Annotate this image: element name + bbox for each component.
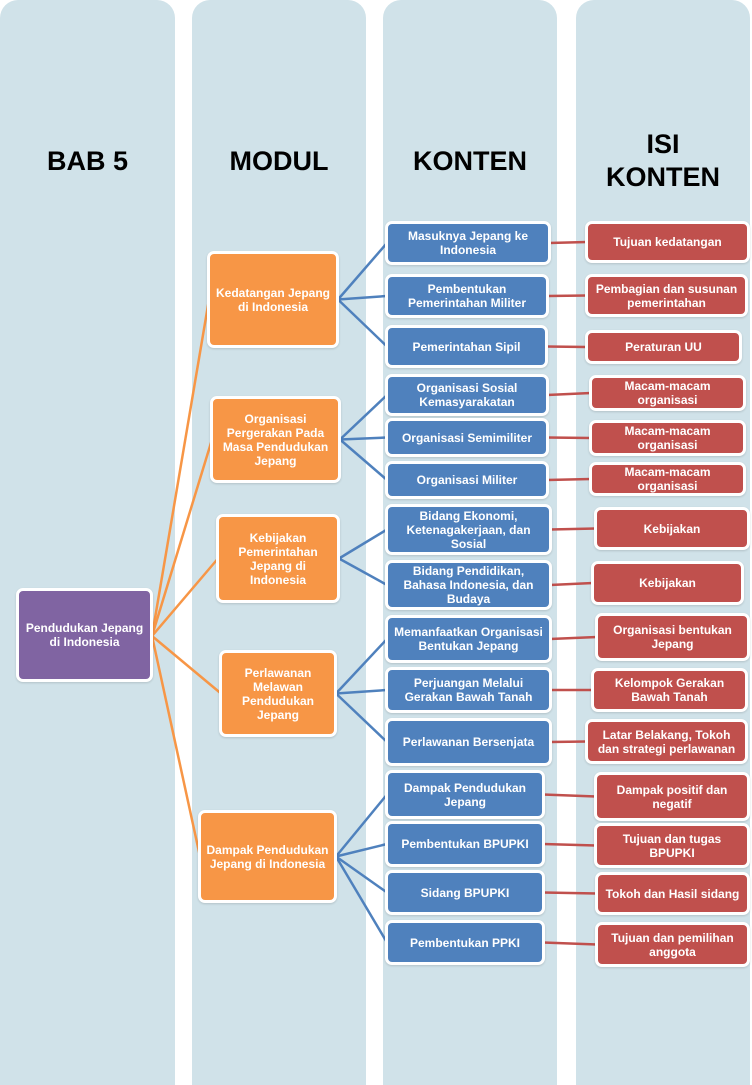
connector-konten-to-isi xyxy=(546,436,592,440)
connector-konten-to-isi xyxy=(545,345,588,349)
header-konten: KONTEN xyxy=(413,146,527,176)
konten-node[interactable]: Bidang Ekonomi, Ketenagakerjaan, dan Sos… xyxy=(385,504,552,555)
konten-node[interactable]: Pembentukan BPUPKI xyxy=(385,821,545,867)
header-modul: MODUL xyxy=(229,146,329,176)
connector-modul-to-konten xyxy=(335,688,388,695)
konten-node[interactable]: Organisasi Semimiliter xyxy=(385,418,549,457)
isi-konten-node[interactable]: Latar Belakang, Tokoh dan strategi perla… xyxy=(585,719,748,764)
isi-konten-node[interactable]: Peraturan UU xyxy=(585,330,742,364)
header-isi-konten: ISI KONTEN xyxy=(606,129,720,192)
connector-konten-to-isi xyxy=(542,941,598,946)
connector-modul-to-konten xyxy=(339,394,388,441)
root-node[interactable]: Pendudukan Jepang di Indonesia xyxy=(16,588,153,682)
connector-modul-to-konten xyxy=(338,528,388,560)
connector-modul-to-konten xyxy=(335,793,388,858)
isi-konten-node[interactable]: Kebijakan xyxy=(591,561,744,605)
connector-konten-to-isi xyxy=(549,581,594,587)
modul-node[interactable]: Perlawanan Melawan Pendudukan Jepang xyxy=(219,650,337,737)
konten-node[interactable]: Bidang Pendidikan, Bahasa Indonesia, dan… xyxy=(385,560,552,610)
connector-modul-to-konten xyxy=(335,692,388,743)
connector-modul-to-konten xyxy=(339,436,388,441)
connector-modul-to-konten xyxy=(334,855,389,944)
konten-node[interactable]: Pembentukan Pemerintahan Militer xyxy=(385,274,549,318)
connector-konten-to-isi xyxy=(548,240,588,245)
connector-modul-to-konten xyxy=(335,842,388,858)
konten-node[interactable]: Memanfaatkan Organisasi Bentukan Jepang xyxy=(385,615,552,663)
connector-konten-to-isi xyxy=(549,635,598,641)
connector-modul-to-konten xyxy=(338,557,388,587)
connector-konten-to-isi xyxy=(549,740,588,744)
modul-node[interactable]: Kedatangan Jepang di Indonesia xyxy=(207,251,339,348)
isi-konten-node[interactable]: Macam-macam organisasi xyxy=(589,420,746,456)
isi-konten-node[interactable]: Pembagian dan susunan pemerintahan xyxy=(585,274,748,317)
connector-root-to-modul xyxy=(151,635,222,695)
konten-node[interactable]: Sidang BPUPKI xyxy=(385,870,545,915)
column-bab: BAB 5 xyxy=(0,0,175,1085)
modul-node[interactable]: Dampak Pendudukan Jepang di Indonesia xyxy=(198,810,337,903)
isi-konten-node[interactable]: Tujuan dan pemilihan anggota xyxy=(595,922,750,967)
isi-konten-node[interactable]: Kelompok Gerakan Bawah Tanah xyxy=(591,668,748,712)
connector-modul-to-konten xyxy=(337,298,388,348)
konten-node[interactable]: Perjuangan Melalui Gerakan Bawah Tanah xyxy=(385,667,552,713)
konten-node[interactable]: Masuknya Jepang ke Indonesia xyxy=(385,221,551,265)
isi-konten-node[interactable]: Dampak positif dan negatif xyxy=(594,772,750,821)
connector-modul-to-konten xyxy=(335,638,388,695)
connector-konten-to-isi xyxy=(542,891,598,895)
isi-konten-node[interactable]: Macam-macam organisasi xyxy=(589,462,746,496)
connector-konten-to-isi xyxy=(546,477,592,482)
modul-node[interactable]: Organisasi Pergerakan Pada Masa Penduduk… xyxy=(210,396,341,483)
isi-konten-node[interactable]: Kebijakan xyxy=(594,507,750,550)
connector-root-to-modul xyxy=(151,557,219,637)
konten-node[interactable]: Dampak Pendudukan Jepang xyxy=(385,770,545,819)
connector-konten-to-isi xyxy=(542,842,597,847)
connector-konten-to-isi xyxy=(542,793,597,798)
isi-konten-node[interactable]: Organisasi bentukan Jepang xyxy=(595,613,750,661)
connector-modul-to-konten xyxy=(337,242,388,301)
konten-node[interactable]: Perlawanan Bersenjata xyxy=(385,718,552,766)
isi-konten-node[interactable]: Macam-macam organisasi xyxy=(589,375,746,411)
connector-root-to-modul xyxy=(150,439,214,637)
konten-node[interactable]: Organisasi Sosial Kemasyarakatan xyxy=(385,374,549,416)
konten-node[interactable]: Organisasi Militer xyxy=(385,461,549,499)
connector-root-to-modul xyxy=(150,635,202,857)
connector-modul-to-konten xyxy=(337,294,388,301)
isi-konten-node[interactable]: Tujuan dan tugas BPUPKI xyxy=(594,823,750,868)
konten-node[interactable]: Pembentukan PPKI xyxy=(385,920,545,965)
konten-node[interactable]: Pemerintahan Sipil xyxy=(385,325,548,368)
header-bab: BAB 5 xyxy=(46,146,128,176)
connector-modul-to-konten xyxy=(335,855,388,894)
connector-konten-to-isi xyxy=(546,294,588,298)
connector-konten-to-isi xyxy=(546,391,592,397)
connector-konten-to-isi xyxy=(549,527,597,531)
isi-konten-node[interactable]: Tokoh dan Hasil sidang xyxy=(595,872,750,915)
connector-modul-to-konten xyxy=(339,438,388,481)
modul-node[interactable]: Kebijakan Pemerintahan Jepang di Indones… xyxy=(216,514,340,603)
connector-root-to-modul xyxy=(150,299,211,637)
isi-konten-node[interactable]: Tujuan kedatangan xyxy=(585,221,750,263)
